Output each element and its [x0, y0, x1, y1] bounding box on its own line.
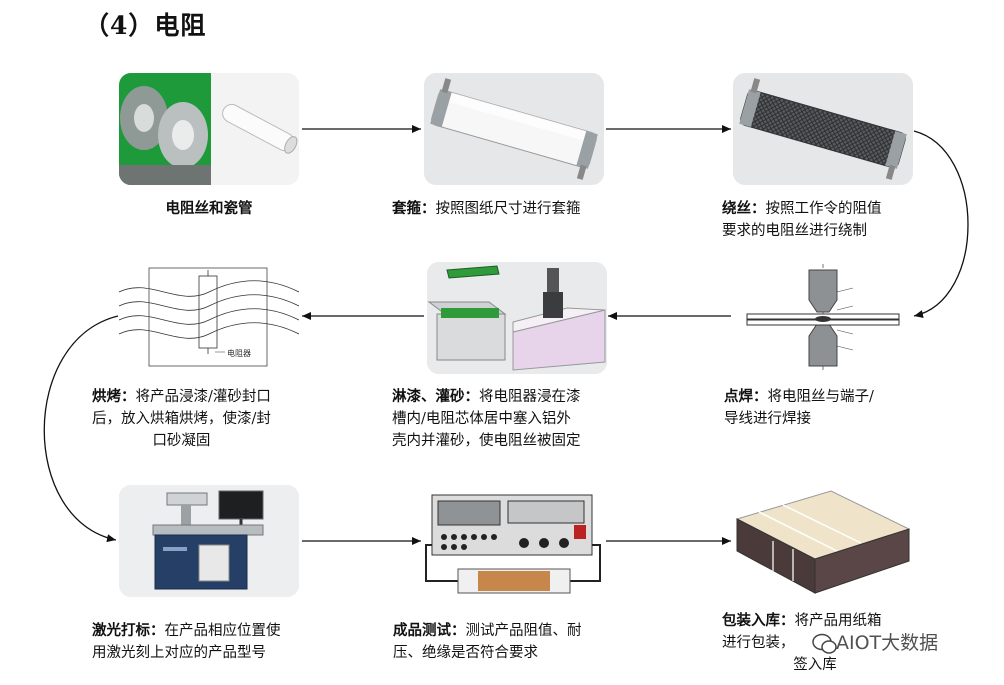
step-desc-line: 导线进行焊接 [724, 411, 811, 427]
sleeve-caption: 套箍：按照图纸尺寸进行套箍 [392, 198, 581, 220]
step-desc-line: 要求的电阻丝进行绕制 [722, 223, 867, 239]
step-desc-line: 口砂凝固 [152, 433, 211, 449]
step-desc-line: 按照图纸尺寸进行套箍 [435, 201, 581, 217]
step-name: 淋漆、灌砂： [392, 388, 479, 405]
baking-caption: 烘烤：将产品浸漆/灌砂封口 后，放入烘箱烘烤，使漆/封 口砂凝固 [92, 386, 271, 452]
sleeve-image [424, 73, 604, 185]
step-desc-line: 将电阻丝与端子/ [767, 389, 874, 405]
step-name: 点焊： [724, 388, 768, 405]
spot-weld-caption: 点焊：将电阻丝与端子/ 导线进行焊接 [724, 386, 874, 430]
arrow-6-7 [43, 315, 119, 543]
laser-mark-caption: 激光打标：在产品相应位置使 用激光刻上对应的产品型号 [92, 620, 281, 664]
step-desc-line: 将电阻器浸在漆 [479, 389, 581, 405]
step-desc-line: 测试产品阻值、耐 [465, 623, 582, 639]
paint-sand-image [427, 262, 607, 374]
baking-image: 电阻器 [119, 262, 299, 374]
step-name: 套箍： [392, 200, 436, 217]
step-name: 电阻丝和瓷管 [165, 200, 253, 217]
step-desc-line: 将产品用纸箱 [794, 613, 882, 629]
wire-tube-image [119, 73, 299, 185]
step-name: 绕丝： [722, 200, 766, 217]
step-name: 包装入库： [722, 612, 795, 629]
spot-weld-image [733, 262, 913, 374]
packing-image [733, 485, 913, 597]
step-desc-line: 按照工作令的阻值 [765, 201, 882, 217]
baking-image-label: 电阻器 [227, 348, 251, 358]
paint-sand-caption: 淋漆、灌砂：将电阻器浸在漆 槽内/电阻芯体居中塞入铝外 壳内并灌砂，使电阻丝被固… [392, 386, 581, 452]
testing-image [424, 485, 604, 597]
step-name: 成品测试： [393, 622, 466, 639]
step-desc-line: 在产品相应位置使 [164, 623, 281, 639]
step-desc-line: 签入库 [793, 657, 837, 673]
step-desc-line: 槽内/电阻芯体居中塞入铝外 [392, 411, 571, 427]
step-name: 激光打标： [92, 622, 165, 639]
winding-image [733, 73, 913, 185]
wechat-icon [812, 633, 837, 654]
step-desc-line: 壳内并灌砂，使电阻丝被固定 [392, 433, 581, 449]
packing-caption: 包装入库：将产品用纸箱 进行包装， 签入库 [722, 610, 908, 676]
wire-tube-caption: 电阻丝和瓷管 [119, 198, 299, 220]
watermark: AIOT大数据 [806, 628, 938, 655]
arrow-3-4 [913, 130, 969, 318]
step-desc-line: 用激光刻上对应的产品型号 [92, 645, 266, 661]
step-name: 烘烤： [92, 388, 136, 405]
testing-caption: 成品测试：测试产品阻值、耐 压、绝缘是否符合要求 [393, 620, 582, 664]
step-desc-line: 压、绝缘是否符合要求 [393, 645, 538, 661]
watermark-text: AIOT大数据 [836, 632, 939, 654]
step-desc-line: 进行包装， [722, 635, 795, 651]
winding-caption: 绕丝：按照工作令的阻值 要求的电阻丝进行绕制 [722, 198, 882, 242]
step-desc-line: 将产品浸漆/灌砂封口 [135, 389, 271, 405]
section-title: （4）电阻 [84, 11, 207, 40]
step-desc-line: 后，放入烘箱烘烤，使漆/封 [92, 411, 271, 427]
laser-mark-image [119, 485, 299, 597]
